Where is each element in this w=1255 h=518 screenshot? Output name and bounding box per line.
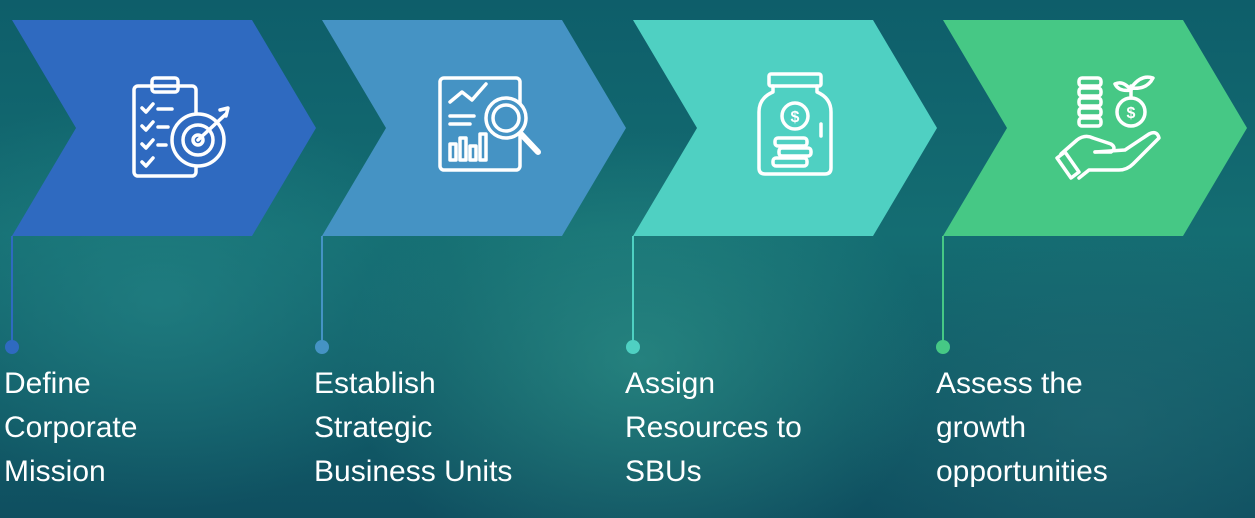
chevron-arrow [943,20,1247,236]
connector-dot [626,340,640,354]
connector-dot [315,340,329,354]
svg-text:$: $ [1127,105,1136,122]
step-label: Define Corporate Mission [4,367,138,488]
step-assess-growth: $ Assess the growth opportunities [931,0,1247,518]
connector-line [632,236,634,346]
chevron-arrow [633,20,937,236]
chevron-arrow [322,20,626,236]
svg-text:$: $ [791,109,800,126]
report-magnifier-icon [438,76,541,172]
connector-dot [936,340,950,354]
clipboard-target-icon [132,76,230,178]
hand-coins-plant-icon: $ [1055,75,1161,180]
step-define-mission: Define Corporate Mission [0,0,316,518]
connector-line [321,236,323,346]
step-label: Assign Resources to SBUs [625,367,802,488]
step-assign-resources: $ Assign Resources to SBUs [621,0,937,518]
connector-line [942,236,944,346]
step-label: Establish Strategic Business Units [314,367,513,488]
connector-line [11,236,13,346]
step-label: Assess the growth opportunities [936,367,1108,488]
connector-dot [5,340,19,354]
step-establish-sbus: Establish Strategic Business Units [310,0,626,518]
money-jar-icon: $ [757,72,833,176]
